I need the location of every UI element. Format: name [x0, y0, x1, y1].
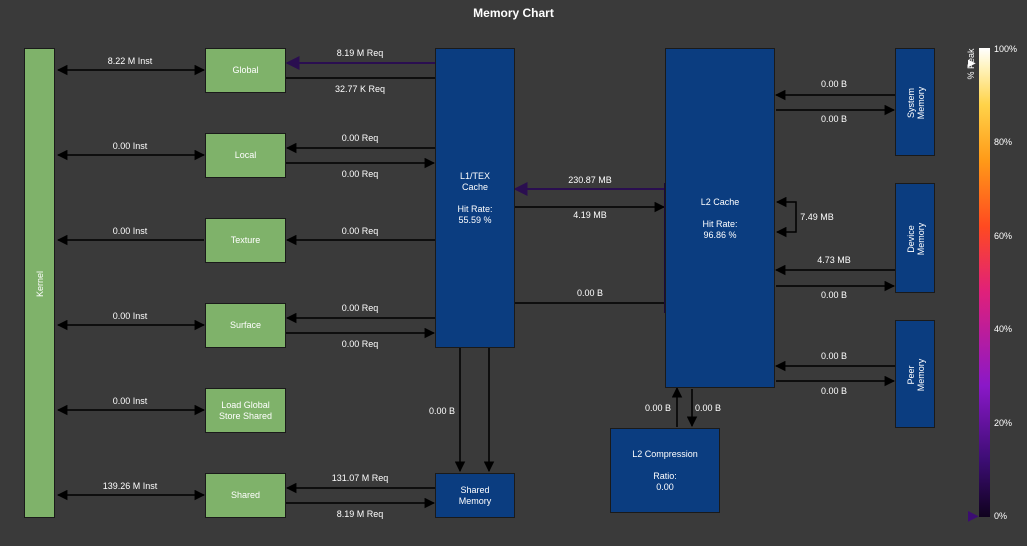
link-sys-out: 0.00 B — [820, 114, 848, 124]
link-dev-in: 4.73 MB — [817, 255, 851, 265]
req-surface-in: 0.00 Req — [341, 303, 379, 313]
shared-memory-line1: Shared — [460, 484, 490, 495]
req-global-in: 8.19 M Req — [336, 48, 384, 58]
scale-tick-0: 0% — [994, 511, 1008, 521]
inst-global: 8.22 M Inst — [107, 56, 153, 66]
link-l2-to-l1: 230.87 MB — [568, 175, 612, 185]
compression-ratio-value: 0.00 — [656, 481, 674, 492]
link-peer-out: 0.00 B — [820, 386, 848, 396]
l1-title-line2: Cache — [461, 181, 488, 192]
inst-texture: 0.00 Inst — [112, 226, 148, 236]
l1-tex-cache[interactable]: L1/TEX Cache Hit Rate: 55.59 % — [435, 48, 515, 348]
scale-tick-20: 20% — [994, 418, 1013, 428]
unit-texture-label: Texture — [230, 235, 261, 245]
unit-global-label: Global — [232, 65, 259, 75]
compression-title: L2 Compression — [632, 448, 698, 459]
unit-local-label: Local — [234, 150, 257, 160]
inst-shared: 139.26 M Inst — [102, 481, 158, 491]
l1-hit-rate-value: 55.59 % — [458, 214, 492, 225]
l2-compression[interactable]: L2 Compression Ratio: 0.00 — [610, 428, 720, 513]
l2-hit-rate-value: 96.86 % — [703, 230, 737, 240]
inst-lgss: 0.00 Inst — [112, 396, 148, 406]
inst-local: 0.00 Inst — [112, 141, 148, 151]
link-l2-self: 7.49 MB — [800, 212, 834, 222]
unit-surface[interactable]: Surface — [205, 303, 286, 348]
unit-load-global-store-shared[interactable]: Load Global Store Shared — [205, 388, 286, 433]
shared-memory[interactable]: Shared Memory — [435, 473, 515, 518]
chart-title: Memory Chart — [473, 6, 554, 20]
shared-memory-line2: Memory — [458, 495, 492, 506]
unit-texture[interactable]: Texture — [205, 218, 286, 263]
link-dev-out: 0.00 B — [820, 290, 848, 300]
req-global-out: 32.77 K Req — [334, 84, 386, 94]
l1-hit-rate-label: Hit Rate: — [457, 203, 493, 214]
scale-tick-60: 60% — [994, 231, 1013, 241]
l2-cache[interactable]: L2 Cache Hit Rate: 96.86 % — [665, 48, 775, 388]
unit-shared[interactable]: Shared — [205, 473, 286, 518]
link-peer-in: 0.00 B — [820, 351, 848, 361]
scale-tick-80: 80% — [994, 137, 1013, 147]
unit-surface-label: Surface — [229, 320, 262, 330]
link-l1-to-l2: 4.19 MB — [573, 210, 607, 220]
unit-lgss-label-line1: Load Global — [221, 399, 270, 410]
unit-global[interactable]: Global — [205, 48, 286, 93]
unit-local[interactable]: Local — [205, 133, 286, 178]
l2-title: L2 Cache — [700, 197, 740, 207]
kernel-block[interactable]: Kernel — [24, 48, 55, 518]
req-texture-in: 0.00 Req — [341, 226, 379, 236]
unit-shared-label: Shared — [230, 490, 261, 500]
inst-surface: 0.00 Inst — [112, 311, 148, 321]
l1-title-line1: L1/TEX — [459, 170, 490, 181]
link-comp-down: 0.00 B — [694, 403, 722, 413]
req-surface-out: 0.00 Req — [341, 339, 379, 349]
scale-tick-100: 100% — [994, 44, 1018, 54]
scale-top-marker-icon: ▶ — [968, 58, 976, 69]
link-comp-up: 0.00 B — [644, 403, 672, 413]
unit-lgss-label-line2: Store Shared — [218, 410, 273, 421]
scale-tick-40: 40% — [994, 324, 1013, 334]
compression-ratio-label: Ratio: — [653, 470, 677, 481]
peak-color-scale — [979, 48, 990, 517]
link-sys-in: 0.00 B — [820, 79, 848, 89]
req-shared-in: 131.07 M Req — [331, 473, 389, 483]
scale-bottom-marker-icon: ▶ — [968, 507, 979, 523]
req-local-in: 0.00 Req — [341, 133, 379, 143]
req-shared-out: 8.19 M Req — [336, 509, 384, 519]
l2-hit-rate-label: Hit Rate: — [702, 219, 738, 229]
req-local-out: 0.00 Req — [341, 169, 379, 179]
link-l2-to-shared: 0.00 B — [576, 288, 604, 298]
link-l1-to-shared: 0.00 B — [428, 406, 456, 416]
kernel-label: Kernel — [35, 270, 45, 298]
